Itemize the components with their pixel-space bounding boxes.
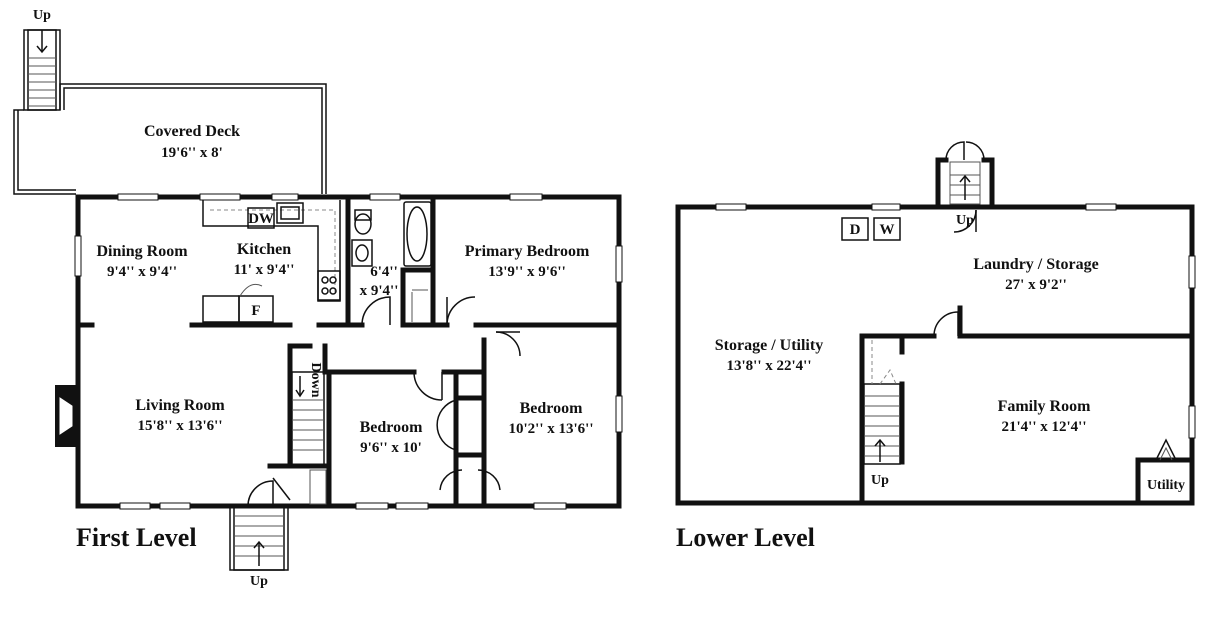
lower-stair	[863, 340, 901, 465]
lower-level-exterior-wall	[675, 204, 1195, 506]
dryer-label: D	[850, 222, 861, 238]
kitchen-counters	[202, 200, 341, 323]
storage-name: Storage / Utility	[715, 337, 823, 354]
deck-stair	[23, 29, 61, 111]
primary-bedroom-dim: 13'9'' x 9'6''	[488, 264, 566, 280]
lower-level-interior-walls	[859, 305, 1195, 506]
bedroom-2-name: Bedroom	[520, 400, 583, 417]
stair-down	[291, 371, 327, 505]
covered-deck	[13, 83, 327, 195]
bedroom-1-dim: 9'6'' x 10'	[360, 440, 422, 456]
first-level-plan: Up Covered Deck 19'6'' x 8'	[13, 8, 623, 589]
fridge-label: F	[251, 303, 260, 319]
kitchen-dim: 11' x 9'4''	[234, 262, 295, 278]
family-room-name: Family Room	[998, 398, 1092, 415]
family-room-dim: 21'4'' x 12'4''	[1001, 419, 1086, 435]
covered-deck-name: Covered Deck	[144, 123, 240, 140]
dishwasher-label: DW	[248, 211, 274, 227]
lower-level-title: Lower Level	[676, 523, 815, 552]
kitchen-name: Kitchen	[237, 241, 291, 258]
bedroom-2-dim: 10'2'' x 13'6''	[508, 421, 593, 437]
storage-dim: 13'8'' x 22'4''	[726, 358, 811, 374]
deck-stair-up-label: Up	[33, 8, 51, 23]
covered-deck-dim: 19'6'' x 8'	[161, 145, 223, 161]
entry-stair	[229, 505, 289, 571]
bedroom-1-name: Bedroom	[360, 419, 423, 436]
lower-entry-stair-up-label: Up	[956, 213, 974, 228]
fireplace	[55, 385, 76, 447]
utility-name: Utility	[1147, 478, 1185, 493]
stair-down-label: Down	[308, 362, 323, 397]
dining-room-dim: 9'4'' x 9'4''	[107, 264, 177, 280]
living-room-name: Living Room	[135, 397, 225, 414]
dining-room-name: Dining Room	[96, 243, 188, 260]
lower-level-plan: Up D W	[675, 141, 1196, 552]
first-level-doors	[247, 296, 521, 507]
washer	[873, 217, 901, 241]
primary-bedroom-name: Primary Bedroom	[465, 243, 590, 260]
washer-label: W	[880, 222, 895, 238]
first-level-title: First Level	[76, 523, 197, 552]
entry-stair-up-label: Up	[250, 574, 268, 589]
laundry-name: Laundry / Storage	[973, 256, 1098, 273]
dryer	[841, 217, 869, 241]
bath-dim: x 9'4''	[360, 283, 399, 299]
bath-name: 6'4''	[370, 264, 398, 280]
laundry-dim: 27' x 9'2''	[1005, 277, 1067, 293]
lower-stair-up-label: Up	[871, 473, 889, 488]
lower-entry-stair	[935, 141, 995, 233]
living-room-dim: 15'8'' x 13'6''	[137, 418, 222, 434]
bathroom-fixtures	[351, 201, 432, 322]
